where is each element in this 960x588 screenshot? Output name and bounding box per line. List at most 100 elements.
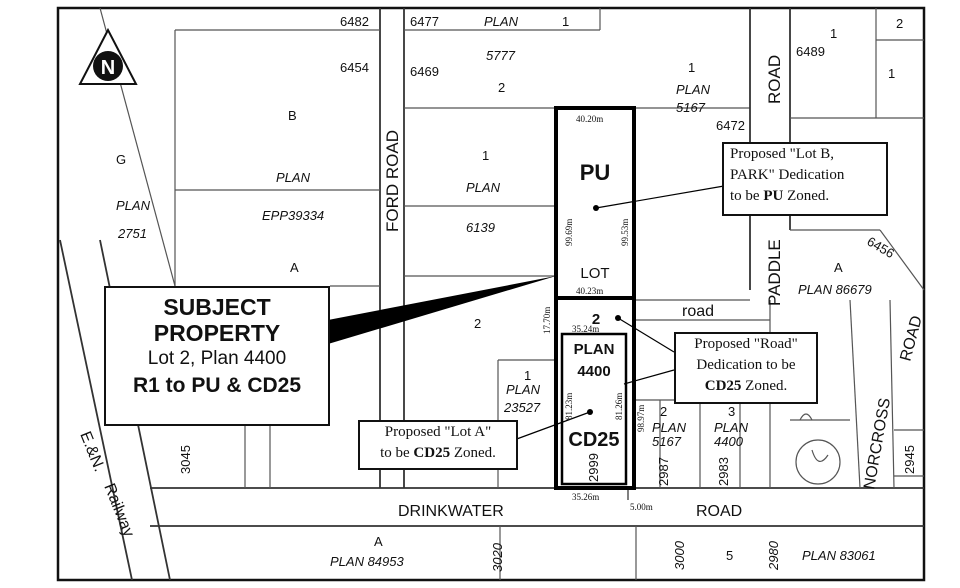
- small-road-label: road: [682, 303, 714, 320]
- parcel-number: 6469: [410, 64, 439, 79]
- parcel-number: 3045: [178, 445, 193, 474]
- parcel-number: 2987: [656, 457, 671, 486]
- dimension-road-width: 35.24m: [572, 324, 599, 334]
- subject-title-1: SUBJECT: [163, 294, 271, 320]
- lot-b-callout: Proposed "Lot B, PARK" Dedication to be …: [722, 142, 888, 216]
- parcel-number: 6472: [716, 118, 745, 133]
- dimension-right-pu: 99.53m: [620, 219, 630, 246]
- road-line-1: Proposed "Road": [694, 336, 798, 352]
- norcross-road-label: NORCROSS: [861, 397, 894, 491]
- plan-label: PLAN: [506, 382, 541, 397]
- lot-number: 1: [562, 14, 569, 29]
- lot-a-callout: Proposed "Lot A" to be CD25 Zoned.: [358, 420, 518, 470]
- road-top-right-label: ROAD: [765, 55, 784, 104]
- plan-number: 23527: [503, 400, 541, 415]
- road-line-3: CD25 Zoned.: [704, 378, 788, 394]
- parcel-number: 6482: [340, 14, 369, 29]
- plan-number: 4400: [714, 434, 744, 449]
- north-label: N: [101, 57, 115, 79]
- lot-b-line-3: to be PU Zoned.: [730, 188, 830, 204]
- lot-letter: A: [290, 260, 299, 275]
- subject-title-2: PROPERTY: [153, 320, 281, 346]
- dimension-right-cd: 81.26m: [614, 393, 624, 420]
- plan-label: PLAN: [116, 198, 151, 213]
- lot-label: LOT: [580, 265, 609, 282]
- dimension-labels: 40.20m 99.69m 99.53m 40.23m 35.24m 17.70…: [542, 114, 653, 512]
- parcel-number: 6456: [865, 234, 898, 261]
- lot-letter: B: [288, 108, 297, 123]
- railway-label-b: Railway: [100, 481, 137, 539]
- lot-a-line-2: to be CD25 Zoned.: [380, 445, 496, 461]
- parcel-number: 2980: [766, 540, 781, 571]
- lot-number: 1: [688, 60, 695, 75]
- subject-property-outline: [554, 106, 636, 500]
- lot-a-line-1: Proposed "Lot A": [384, 424, 492, 440]
- dimension-right-outer: 98.97m: [636, 405, 646, 432]
- plan-number: EPP39334: [262, 208, 324, 223]
- subject-property-callout: SUBJECT PROPERTY Lot 2, Plan 4400 R1 to …: [104, 286, 330, 426]
- parcel-number: 3000: [672, 540, 687, 570]
- lot-number: 3: [728, 404, 735, 419]
- dimension-bottom: 35.26m: [572, 492, 599, 502]
- lot-number: 2: [896, 16, 903, 31]
- plan-number: 5167: [652, 434, 682, 449]
- pu-zone-label: PU: [580, 160, 611, 185]
- subject-zoning-line: R1 to PU & CD25: [132, 374, 302, 397]
- plan-label: PLAN: [714, 420, 749, 435]
- dimension-road-height: 17.70m: [542, 307, 552, 334]
- cd25-zone-label: CD25: [568, 429, 619, 451]
- parcel-labels: 6482 6477 PLAN 1 6454 6469 5777 2 1 PLAN…: [116, 14, 917, 572]
- parcel-number: 2945: [902, 445, 917, 474]
- plan-label: PLAN: [466, 180, 501, 195]
- map-frame: [56, 6, 926, 582]
- plan-number: PLAN 83061: [802, 548, 876, 563]
- lot-number: 2: [498, 80, 505, 95]
- drinkwater-road-label: DRINKWATER: [398, 503, 504, 520]
- plan-number-label: 4400: [577, 363, 610, 380]
- parcel-number: 6477: [410, 14, 439, 29]
- lot-b-line-2: PARK" Dedication: [730, 167, 845, 183]
- dimension-left-cd: 81.23m: [564, 393, 574, 420]
- road-right-label: ROAD: [897, 314, 925, 363]
- subject-labels: PU LOT 2 PLAN 4400 CD25 2999: [568, 160, 619, 482]
- railway-label-a: E.&N.: [76, 429, 107, 474]
- leader-lines: [328, 185, 725, 441]
- plan-label: PLAN: [574, 341, 615, 358]
- plan-number: 2751: [117, 226, 147, 241]
- lot-number: 5: [726, 548, 733, 563]
- lot-number: 1: [482, 148, 489, 163]
- lot-number: 1: [830, 26, 837, 41]
- plan-label: PLAN: [276, 170, 311, 185]
- lot-two-label: 2: [592, 311, 600, 328]
- ford-road-label: FORD ROAD: [383, 130, 402, 232]
- road-line-2: Dedication to be: [696, 357, 796, 373]
- lot-number: 1: [888, 66, 895, 81]
- lot-b-line-1: Proposed "Lot B,: [730, 146, 835, 162]
- plan-number: 5167: [676, 100, 706, 115]
- lot-number: 2: [474, 316, 481, 331]
- dimension-top: 40.20m: [576, 114, 603, 124]
- north-arrow: N: [78, 27, 138, 85]
- plan-label: PLAN: [676, 82, 711, 97]
- subject-lot-line: Lot 2, Plan 4400: [147, 348, 287, 369]
- plan-number: 6139: [466, 220, 495, 235]
- plan-number: PLAN 86679: [798, 282, 872, 297]
- plan-label: PLAN: [652, 420, 687, 435]
- parcel-number: 2983: [716, 457, 731, 486]
- lot-number: 1: [524, 368, 531, 383]
- parcel-number: 6454: [340, 60, 369, 75]
- lot-number: 2: [660, 404, 667, 419]
- parcel-number: 3020: [490, 542, 505, 572]
- lot-letter: A: [374, 534, 383, 549]
- drinkwater-road-label-2: ROAD: [696, 503, 742, 520]
- dimension-offset: 5.00m: [630, 502, 653, 512]
- plan-label: PLAN: [484, 14, 519, 29]
- parcel-number: 2999: [586, 453, 601, 482]
- dimension-mid: 40.23m: [576, 286, 603, 296]
- paddle-road-label: PADDLE: [765, 239, 784, 306]
- parcel-number: 6489: [796, 44, 825, 59]
- plan-number: PLAN 84953: [330, 554, 404, 569]
- plan-number: 5777: [486, 48, 516, 63]
- lot-letter: A: [834, 260, 843, 275]
